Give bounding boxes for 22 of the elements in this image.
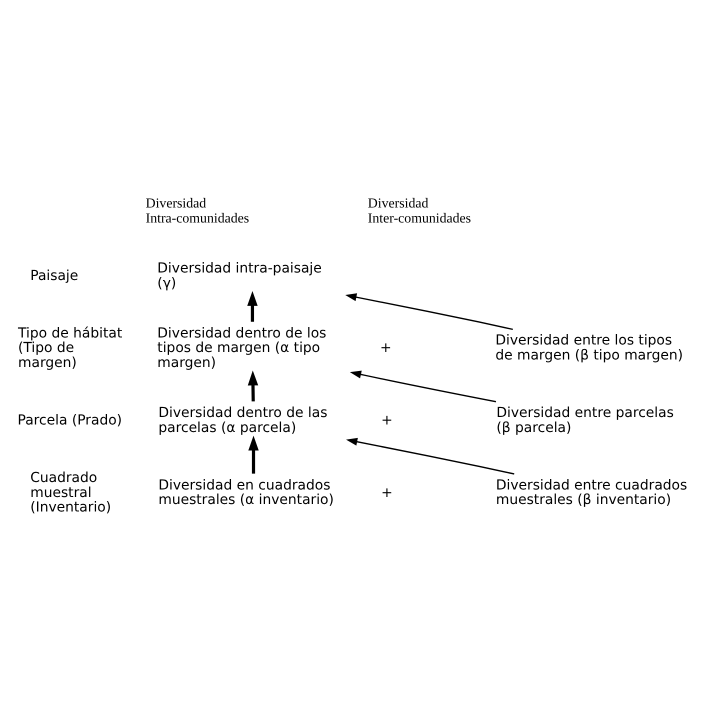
arrow <box>248 435 258 474</box>
arrow <box>349 370 496 402</box>
node-text: Diversidad dentro de las parcelas (α parcela) <box>158 404 327 436</box>
label: Tipo de hábitat (Tipo de margen) <box>18 324 122 371</box>
node-text: Diversidad dentro de los tipos de margen (α tipo margen) <box>156 324 326 371</box>
label: Cuadrado muestral (Inventario) <box>30 469 111 516</box>
label: + <box>380 412 392 428</box>
label: Diversidad Inter-comunidades <box>367 195 471 225</box>
node-text: Diversidad en cuadrados muestrales (α inventario) <box>158 476 334 508</box>
node-text: Diversidad entre parcelas (β parcela) <box>496 404 674 436</box>
label: + <box>380 484 392 500</box>
arrow <box>344 292 512 330</box>
node-text: Diversidad entre los tipos de margen (β tipo margen) <box>494 332 683 364</box>
arrow <box>247 370 258 401</box>
label: Parcela (Prado) <box>17 412 122 428</box>
label: + <box>380 340 392 356</box>
arrow <box>246 290 258 322</box>
arrow <box>346 437 514 474</box>
node-text: Diversidad entre cuadrados muestrales (β inventario) <box>495 476 687 508</box>
label: Diversidad Intra-comunidades <box>145 195 249 225</box>
label: Paisaje <box>30 267 78 284</box>
node-text: Diversidad intra-paisaje (γ) <box>156 260 322 291</box>
